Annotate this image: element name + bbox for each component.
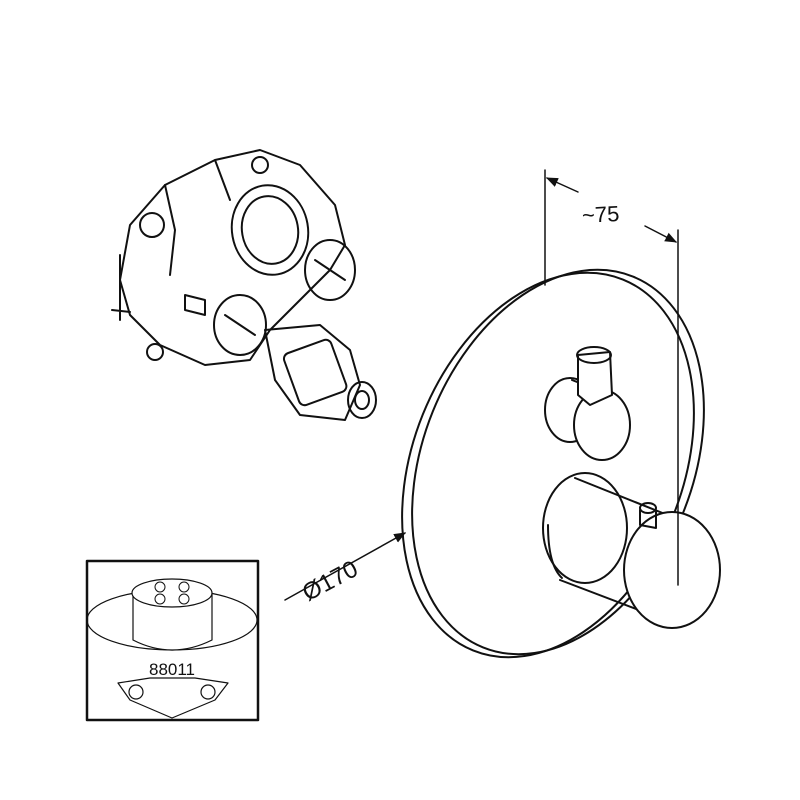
concealed-valve-body	[111, 149, 377, 421]
dimension-diameter	[284, 532, 407, 601]
diverter-handle	[544, 346, 631, 461]
depth-dimension-label: ~75	[581, 201, 620, 228]
inset-part-number: 88011	[149, 660, 195, 679]
inset-box	[85, 559, 260, 722]
dimension-depth	[544, 169, 679, 586]
diameter-dimension-label: Ø170	[298, 555, 363, 606]
thermostat-knob	[542, 472, 721, 629]
